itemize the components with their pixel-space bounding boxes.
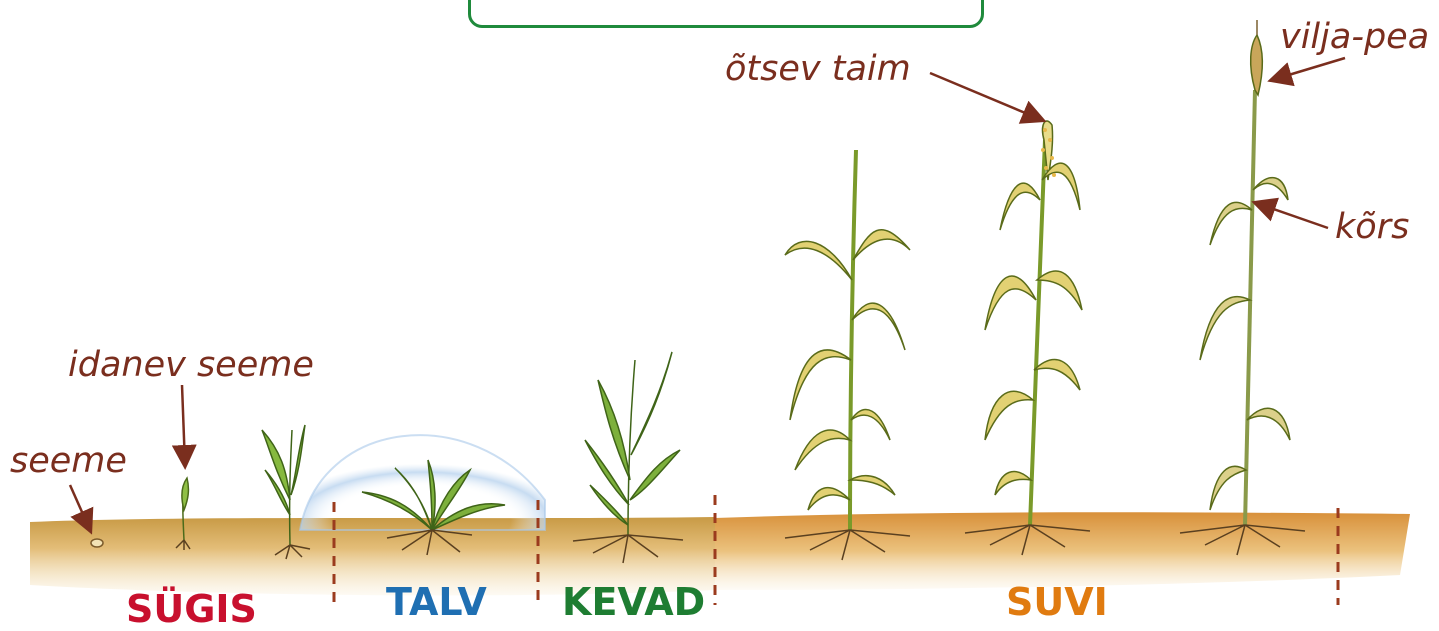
summer-plant-ripe <box>1180 20 1305 555</box>
label-seeme: seeme <box>10 444 127 479</box>
season-suvi: SUVI <box>1006 583 1108 621</box>
season-talv: TALV <box>386 583 487 621</box>
seed <box>91 539 103 547</box>
label-idanev-seeme: idanev seeme <box>68 348 314 383</box>
arrow-otsev-taim <box>930 73 1042 120</box>
season-sugis: SÜGIS <box>126 590 257 628</box>
season-kevad: KEVAD <box>562 583 705 621</box>
soil-right <box>715 512 1410 590</box>
label-otsev-taim: õtsev taim <box>725 52 911 87</box>
summer-plant-flowering <box>965 121 1090 555</box>
arrow-kors <box>1256 203 1328 228</box>
arrow-vilja-pea <box>1272 58 1345 80</box>
arrow-idanev-seeme <box>182 385 185 465</box>
snow-dome <box>300 435 545 530</box>
label-vilja-pea: vilja-pea <box>1280 20 1429 55</box>
label-kors: kõrs <box>1335 210 1409 245</box>
label-arrows <box>70 58 1345 530</box>
summer-plant-tall <box>785 150 910 560</box>
